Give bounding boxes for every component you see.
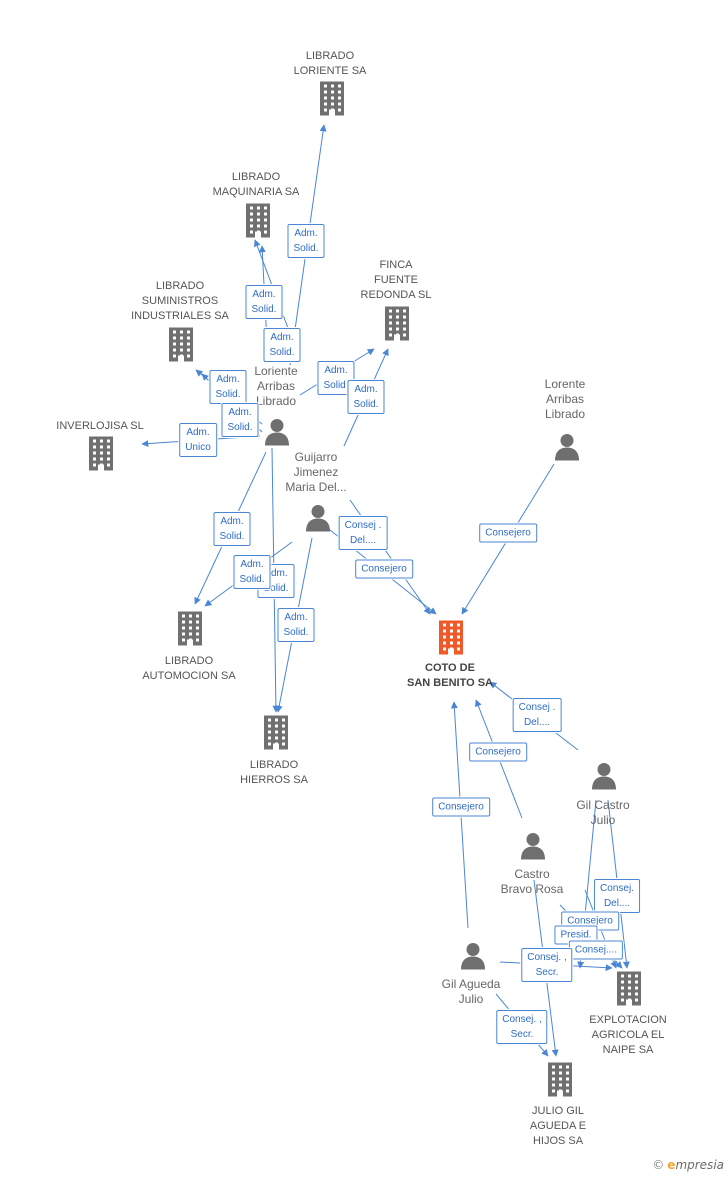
company-librado-hierros[interactable]: LIBRADO HIERROS SA — [240, 758, 308, 788]
node-label: Loriente Arribas Librado — [254, 364, 298, 408]
person-icon[interactable] — [519, 832, 547, 865]
person-gil-agueda-julio[interactable]: Gil Agueda Julio — [442, 977, 501, 1007]
building-icon[interactable] — [87, 436, 115, 476]
edge-label-adm-solid[interactable]: Adm. Solid. — [263, 328, 301, 362]
company-librado-maquinaria[interactable]: LIBRADO MAQUINARIA SA — [213, 170, 300, 200]
node-label: LIBRADO MAQUINARIA SA — [212, 171, 300, 198]
person-icon[interactable] — [553, 433, 581, 466]
edge-label-consejero[interactable]: Consejero — [432, 797, 490, 817]
edge-label-adm-solid[interactable]: Adm. Solid. — [347, 380, 385, 414]
building-icon[interactable] — [176, 611, 204, 651]
node-label: EXPLOTACION AGRICOLA EL NAIPE SA — [589, 1014, 667, 1056]
node-label: LIBRADO AUTOMOCION SA — [142, 655, 236, 682]
node-label: Castro Bravo Rosa — [500, 867, 564, 896]
person-castro-bravo-rosa[interactable]: Castro Bravo Rosa — [501, 867, 564, 897]
edge-label-adm-solid[interactable]: Adm. Solid. — [209, 370, 247, 404]
edge-label-consej[interactable]: Consej.... — [568, 940, 624, 960]
edge-label-consejero[interactable]: Consejero — [355, 559, 413, 579]
edge-label-consej-del[interactable]: Consej . Del.... — [338, 516, 388, 550]
edge-label-consejero[interactable]: Consejero — [479, 523, 537, 543]
person-lorente-arribas[interactable]: Lorente Arribas Librado — [545, 377, 586, 422]
node-label: COTO DE SAN BENITO SA — [407, 662, 493, 689]
edge-label-adm-unico[interactable]: Adm. Unico — [179, 423, 217, 457]
brand-name: mpresia — [675, 1158, 724, 1172]
node-label: Gil Castro Julio — [576, 798, 630, 827]
node-label: Lorente Arribas Librado — [544, 377, 586, 421]
building-icon[interactable] — [318, 81, 346, 121]
company-julio-gil-agueda[interactable]: JULIO GIL AGUEDA E HIJOS SA — [530, 1104, 586, 1149]
brand-logo: ©empresia — [652, 1158, 724, 1172]
person-icon[interactable] — [459, 942, 487, 975]
company-inverlojisa[interactable]: INVERLOJISA SL — [56, 419, 143, 434]
brand-initial: e — [667, 1158, 676, 1172]
edge-label-adm-solid[interactable]: Adm. Solid. — [213, 512, 251, 546]
company-explotacion-agricola[interactable]: EXPLOTACION AGRICOLA EL NAIPE SA — [589, 1013, 666, 1058]
edge-label-presid[interactable]: Presid. — [554, 925, 598, 945]
company-librado-loriente[interactable]: LIBRADO LORIENTE SA — [294, 49, 367, 79]
company-librado-suministros[interactable]: LIBRADO SUMINISTROS INDUSTRIALES SA — [131, 279, 229, 324]
edge-label-adm-solid[interactable]: Adm. Solid. — [277, 608, 315, 642]
person-loriente-arribas[interactable]: Loriente Arribas Librado — [254, 364, 297, 409]
person-guijarro-jimenez[interactable]: Guijarro Jimenez Maria Del... — [285, 450, 346, 495]
building-icon[interactable] — [383, 306, 411, 346]
edge-label-adm-solid[interactable]: Adm. Solid. — [245, 285, 283, 319]
node-label: INVERLOJISA SL — [56, 420, 144, 432]
person-icon[interactable] — [304, 504, 332, 537]
edge-label-consej-secr[interactable]: Consej. , Secr. — [496, 1010, 548, 1044]
building-icon[interactable] — [262, 715, 290, 755]
edge-label-consej-del[interactable]: Consej. Del.... — [594, 879, 640, 913]
company-librado-automocion[interactable]: LIBRADO AUTOMOCION SA — [142, 654, 235, 684]
edge-label-consej-secr[interactable]: Consej. , Secr. — [521, 948, 573, 982]
node-label: Guijarro Jimenez Maria Del... — [285, 450, 347, 494]
building-icon[interactable] — [437, 620, 465, 660]
building-icon[interactable] — [615, 971, 643, 1011]
person-icon[interactable] — [263, 418, 291, 451]
company-finca-fuente-redonda[interactable]: FINCA FUENTE REDONDA SL — [361, 258, 432, 303]
node-label: JULIO GIL AGUEDA E HIJOS SA — [529, 1105, 587, 1147]
copyright-symbol: © — [652, 1158, 665, 1172]
node-label: Gil Agueda Julio — [441, 977, 501, 1006]
node-label: LIBRADO LORIENTE SA — [293, 50, 367, 77]
node-label: FINCA FUENTE REDONDA SL — [360, 259, 432, 301]
edge-label-adm-solid[interactable]: Adm. Solid. — [287, 224, 325, 258]
building-icon[interactable] — [244, 203, 272, 243]
node-label: LIBRADO HIERROS SA — [240, 759, 308, 786]
node-label: LIBRADO SUMINISTROS INDUSTRIALES SA — [131, 280, 229, 322]
edge-label-adm-solid[interactable]: Adm. Solid. — [233, 555, 271, 589]
building-icon[interactable] — [546, 1062, 574, 1102]
person-gil-castro-julio[interactable]: Gil Castro Julio — [576, 798, 629, 828]
edge-label-adm-solid[interactable]: Adm. Solid. — [221, 403, 259, 437]
edge-label-consejero[interactable]: Consejero — [469, 742, 527, 762]
company-coto-de-san-benito[interactable]: COTO DE SAN BENITO SA — [407, 661, 493, 691]
edge-label-consej-del[interactable]: Consej . Del.... — [512, 698, 562, 732]
building-icon[interactable] — [167, 327, 195, 367]
person-icon[interactable] — [590, 762, 618, 795]
